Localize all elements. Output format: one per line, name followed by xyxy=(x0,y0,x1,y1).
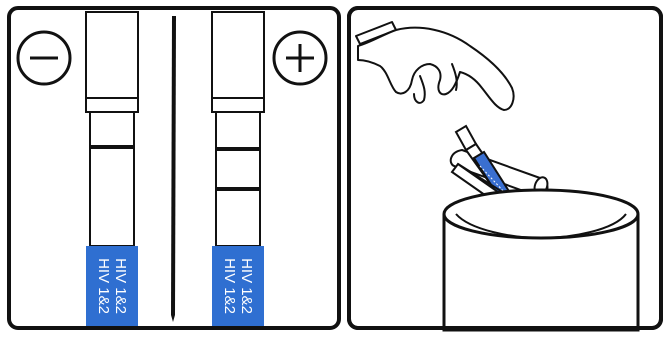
positive-test-strip: HIV 1&2 HIV 1&2 xyxy=(212,12,264,326)
strip-label-text-2: HIV 1&2 xyxy=(221,258,238,314)
strip-label-text-2: HIV 1&2 xyxy=(95,258,112,314)
negative-test-strip: HIV 1&2 HIV 1&2 xyxy=(86,12,138,326)
waste-bin-icon xyxy=(444,190,638,330)
strip-label-text-1: HIV 1&2 xyxy=(238,258,255,314)
strip-label-text-1: HIV 1&2 xyxy=(112,258,129,314)
